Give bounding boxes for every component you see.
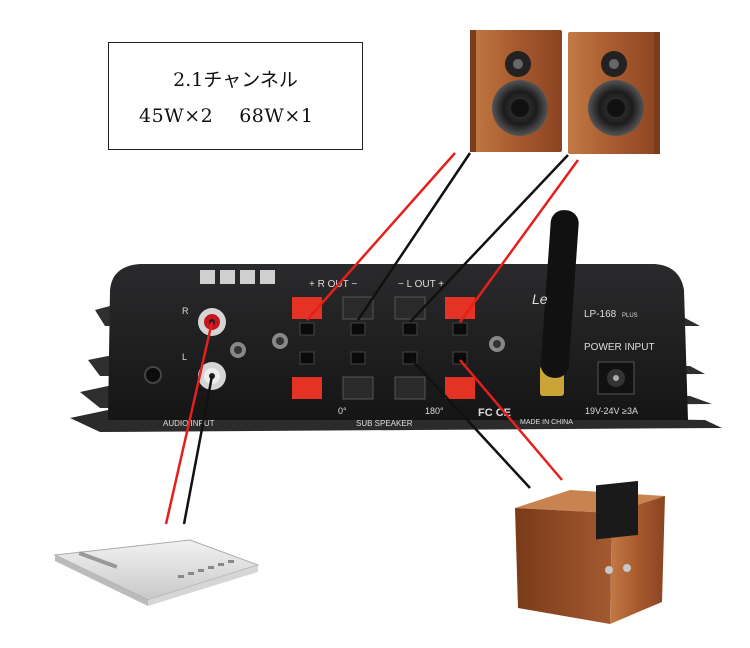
power-input-label: POWER INPUT [584, 342, 655, 353]
brand-logo: Le [532, 291, 548, 307]
made-in-label: MADE IN CHINA [520, 419, 573, 426]
channel-label: 2.1チャンネル [173, 69, 298, 91]
speaker-left [470, 30, 562, 152]
power-spec: 45W×2 68W×1 [139, 105, 339, 127]
terminal-r-plus[interactable] [292, 297, 322, 319]
terminal-sub-0-plus[interactable] [292, 377, 322, 399]
r-out-label: + R OUT − [309, 279, 357, 290]
input-r-label: R [182, 306, 189, 316]
terminal-sub-0-minus[interactable] [342, 376, 374, 400]
antenna [540, 210, 579, 396]
main-power-label: 45W×2 [139, 105, 214, 127]
amplifier: + R OUT − − L OUT + R L AUDIO INPUT 0° 1… [70, 210, 722, 432]
dvd-player [53, 539, 260, 606]
subwoofer [515, 480, 665, 624]
phase-0-label: 0° [338, 406, 347, 416]
phase-180-label: 180° [425, 406, 444, 416]
input-l-label: L [182, 352, 187, 362]
terminal-l-minus[interactable] [394, 296, 426, 320]
spec-box: 2.1チャンネル 45W×2 68W×1 [108, 42, 363, 150]
l-out-label: − L OUT + [398, 279, 444, 290]
speaker-wires [164, 152, 580, 525]
terminal-sub-180-minus[interactable] [445, 377, 475, 399]
model-label: LP-168 [584, 309, 617, 320]
speaker-right [568, 32, 660, 154]
sub-power-label: 68W×1 [239, 105, 314, 127]
sub-speaker-label: SUB SPEAKER [356, 419, 413, 428]
power-rating-label: 19V-24V ≥3A [585, 406, 638, 416]
model-suffix: PLUS [622, 313, 638, 319]
terminal-sub-180-plus[interactable] [394, 376, 426, 400]
terminal-r-minus[interactable] [342, 296, 374, 320]
